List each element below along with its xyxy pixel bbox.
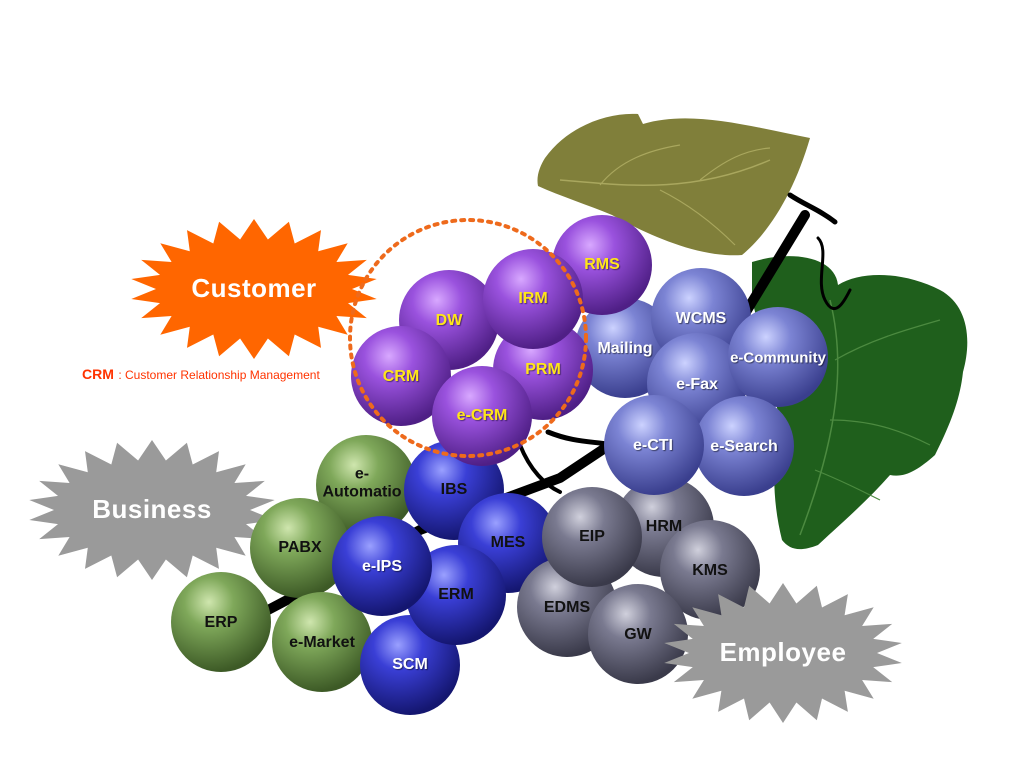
grape-e-ips [332, 516, 432, 616]
crm-definition-note: CRM : Customer Relationship Management [82, 366, 320, 384]
label-irm: IRM [518, 289, 548, 307]
grape-crm [351, 326, 451, 426]
crm-highlight-circle [348, 218, 588, 458]
grape-irm [483, 249, 583, 349]
label-e-search: e-Search [710, 437, 778, 455]
label-ibs: IBS [440, 480, 468, 498]
customer-burst [131, 219, 377, 359]
label-e-community: e-Community [730, 349, 826, 367]
grape-e-cti [604, 395, 704, 495]
label-mes: MES [490, 533, 526, 551]
label-e-market: e-Market [289, 633, 355, 651]
grape-e-crm [432, 366, 532, 466]
grape-pabx [250, 498, 350, 598]
label-scm: SCM [392, 655, 428, 673]
grape-e-search [694, 396, 794, 496]
label-e-automation: e- Automatio [322, 465, 402, 501]
label-hrm: HRM [645, 517, 683, 535]
label-erm: ERM [438, 585, 474, 603]
employee-burst [664, 583, 902, 723]
label-edms: EDMS [543, 598, 591, 616]
label-prm: PRM [525, 360, 561, 378]
grape-e-community [728, 307, 828, 407]
grape-cluster [171, 215, 828, 715]
label-crm: CRM [382, 367, 420, 385]
label-erp: ERP [204, 613, 238, 631]
grape-eip [542, 487, 642, 587]
label-eip: EIP [579, 527, 605, 545]
business-burst [29, 440, 275, 580]
label-e-cti: e-CTI [633, 436, 673, 454]
grape-e-automation [316, 435, 416, 535]
employee-label: Employee [719, 637, 847, 668]
olive-leaf [537, 113, 810, 256]
business-label: Business [92, 494, 212, 525]
label-e-fax: e-Fax [676, 375, 718, 393]
label-gw: GW [624, 625, 652, 643]
customer-label: Customer [191, 273, 317, 304]
grape-kms [660, 520, 760, 620]
label-mailing: Mailing [597, 339, 653, 357]
label-wcms: WCMS [675, 309, 727, 327]
grape-erp [171, 572, 271, 672]
crm-definition: : Customer Relationship Management [118, 368, 320, 382]
label-e-ips: e-IPS [361, 557, 403, 575]
crm-abbr: CRM [82, 366, 114, 382]
label-e-crm: e-CRM [456, 406, 508, 424]
grape-gw [588, 584, 688, 684]
label-rms: RMS [584, 255, 620, 273]
label-kms: KMS [692, 561, 728, 579]
label-dw: DW [435, 311, 463, 329]
label-pabx: PABX [278, 538, 322, 556]
grape-e-market [272, 592, 372, 692]
